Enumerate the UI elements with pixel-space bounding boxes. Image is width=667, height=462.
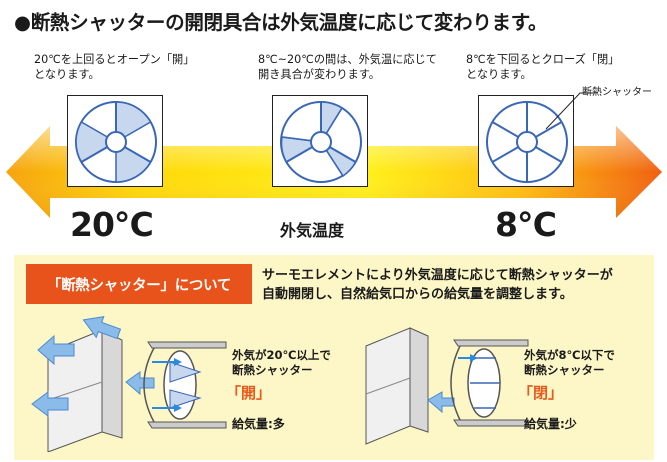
fan-mid-illustration [272,95,368,187]
fan-closed-illustration [478,95,574,187]
stage-mid-desc: 8℃~20℃の間は、外気温に応じて 開き具合が変わります。 [258,53,437,81]
temp-high-label: 20℃ [70,205,154,244]
open-example-note: 外気が20℃以上で 断熱シャッター [232,348,331,377]
fan-open-illustration [67,95,163,187]
panel-heading: 「断熱シャッター」について [26,264,252,304]
open-state-label: 「開」 [226,384,272,402]
shutter-callout-label: 断熱シャッター [582,87,652,98]
closed-example-note: 外気が8℃以下で 断熱シャッター [524,348,615,377]
temp-low-label: 8℃ [495,205,557,244]
closed-supply-amount: 給気量:少 [524,417,577,431]
page-title: ●断熱シャッターの開閉具合は外気温度に応じて変わります。 [14,11,548,34]
closed-state-label: 「閉」 [518,384,564,402]
temp-axis-label: 外気温度 [280,221,345,240]
closed-airflow-illustration [365,327,529,445]
open-airflow-illustration [31,316,227,452]
panel-description: サーモエレメントにより外気温度に応じて断熱シャッターが 自動開閉し、自然給気口か… [262,268,613,302]
stage-open-desc: 20℃を上回るとオープン「開」 となります。 [34,53,195,81]
stage-closed-desc: 8℃を下回るとクローズ「閉」 となります。 [466,53,620,81]
open-supply-amount: 給気量:多 [232,417,285,431]
shutter-callout-line [545,92,598,130]
